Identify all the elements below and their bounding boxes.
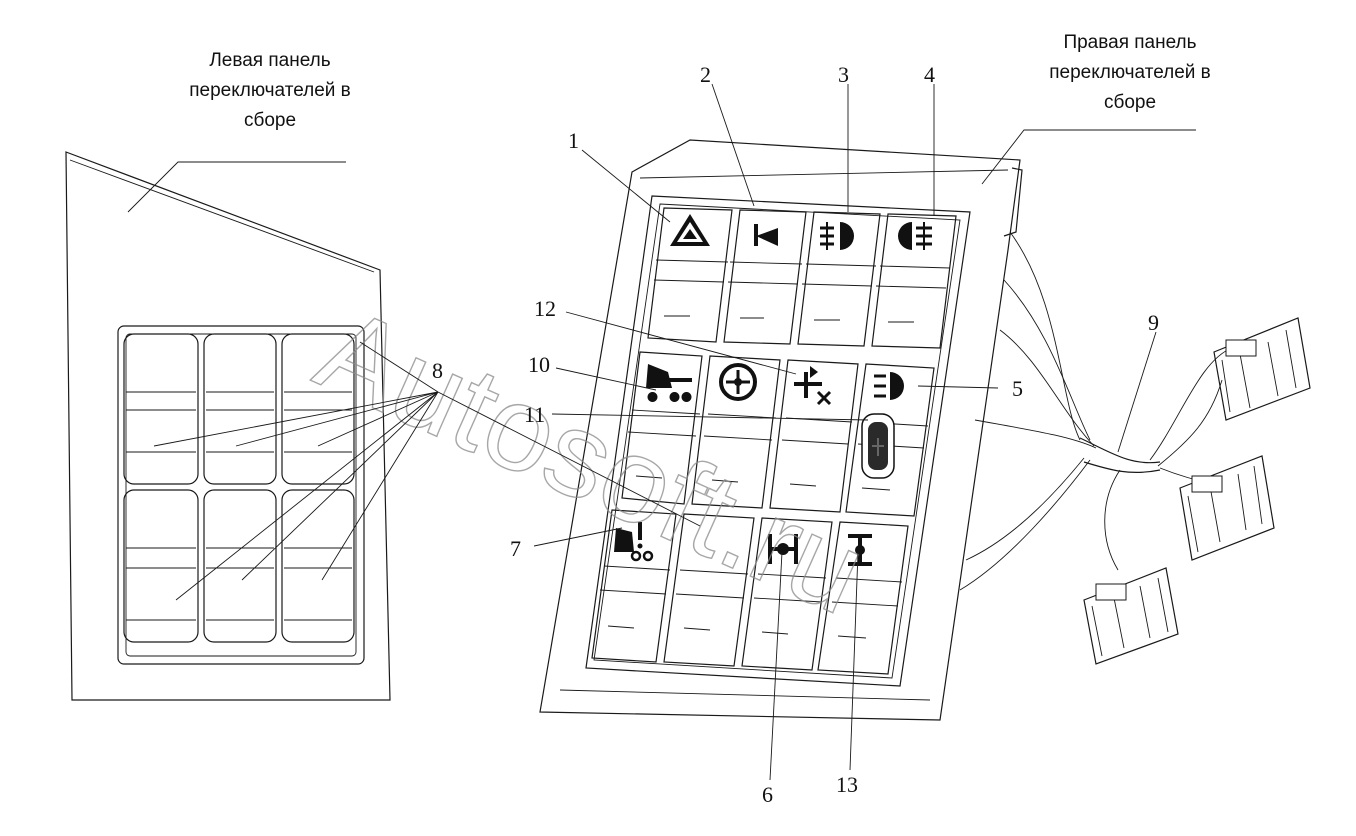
callout-8: 8 (432, 358, 443, 383)
callout-5: 5 (1012, 376, 1023, 401)
callout-7: 7 (510, 536, 521, 561)
interaxle-lock-icon (768, 534, 798, 564)
right-panel-caption: Правая панель переключателей в сборе (1028, 28, 1232, 118)
callout-4: 4 (924, 62, 935, 87)
callout-1: 1 (568, 128, 579, 153)
axle-lock-icon (848, 534, 872, 566)
tipper-body-icon (646, 364, 692, 402)
right-panel-caption-line-1: Правая панель (1063, 32, 1197, 53)
tipper-alarm-icon (614, 522, 654, 562)
left-panel-caption: Левая панель переключателей в сборе (170, 46, 370, 136)
callout-10: 10 (528, 352, 550, 377)
callout-numbers: 1 2 3 4 5 6 7 8 9 10 11 12 13 (432, 62, 1159, 807)
callout-6: 6 (762, 782, 773, 807)
left-panel-caption-line-3: сборе (243, 110, 297, 131)
horn-icon (754, 224, 778, 246)
callout-12: 12 (534, 296, 556, 321)
wiring-harness (959, 231, 1233, 591)
right-panel-caption-line-2: переключателей в (1049, 62, 1211, 83)
central-differential-lock-icon (719, 363, 757, 401)
work-light-icon (874, 372, 904, 400)
switch-row-1 (647, 207, 957, 349)
connector-2 (1179, 455, 1275, 561)
front-fog-light-icon (820, 222, 854, 250)
callout-11: 11 (524, 402, 545, 427)
connector-3 (1083, 567, 1179, 665)
switch-row-3 (591, 509, 909, 675)
callout-9: 9 (1148, 310, 1159, 335)
indicator-lamp (861, 413, 895, 479)
right-switch-panel (539, 129, 1196, 721)
connector-1 (1213, 317, 1311, 421)
callout-2: 2 (700, 62, 711, 87)
right-panel-caption-line-3: сборе (1103, 92, 1157, 113)
left-panel-caption-line-2: переключателей в (189, 80, 351, 101)
callout-3: 3 (838, 62, 849, 87)
interwheel-differential-lock-icon (794, 366, 832, 406)
left-panel-caption-line-1: Левая панель (209, 50, 331, 71)
switch-row-2 (621, 351, 935, 517)
rear-fog-light-icon (898, 222, 932, 250)
left-switch-grid (123, 333, 355, 643)
callout-13: 13 (836, 772, 858, 797)
left-switch-panel (65, 151, 391, 701)
leader-lines (153, 83, 1157, 781)
hazard-warning-icon (670, 214, 710, 246)
